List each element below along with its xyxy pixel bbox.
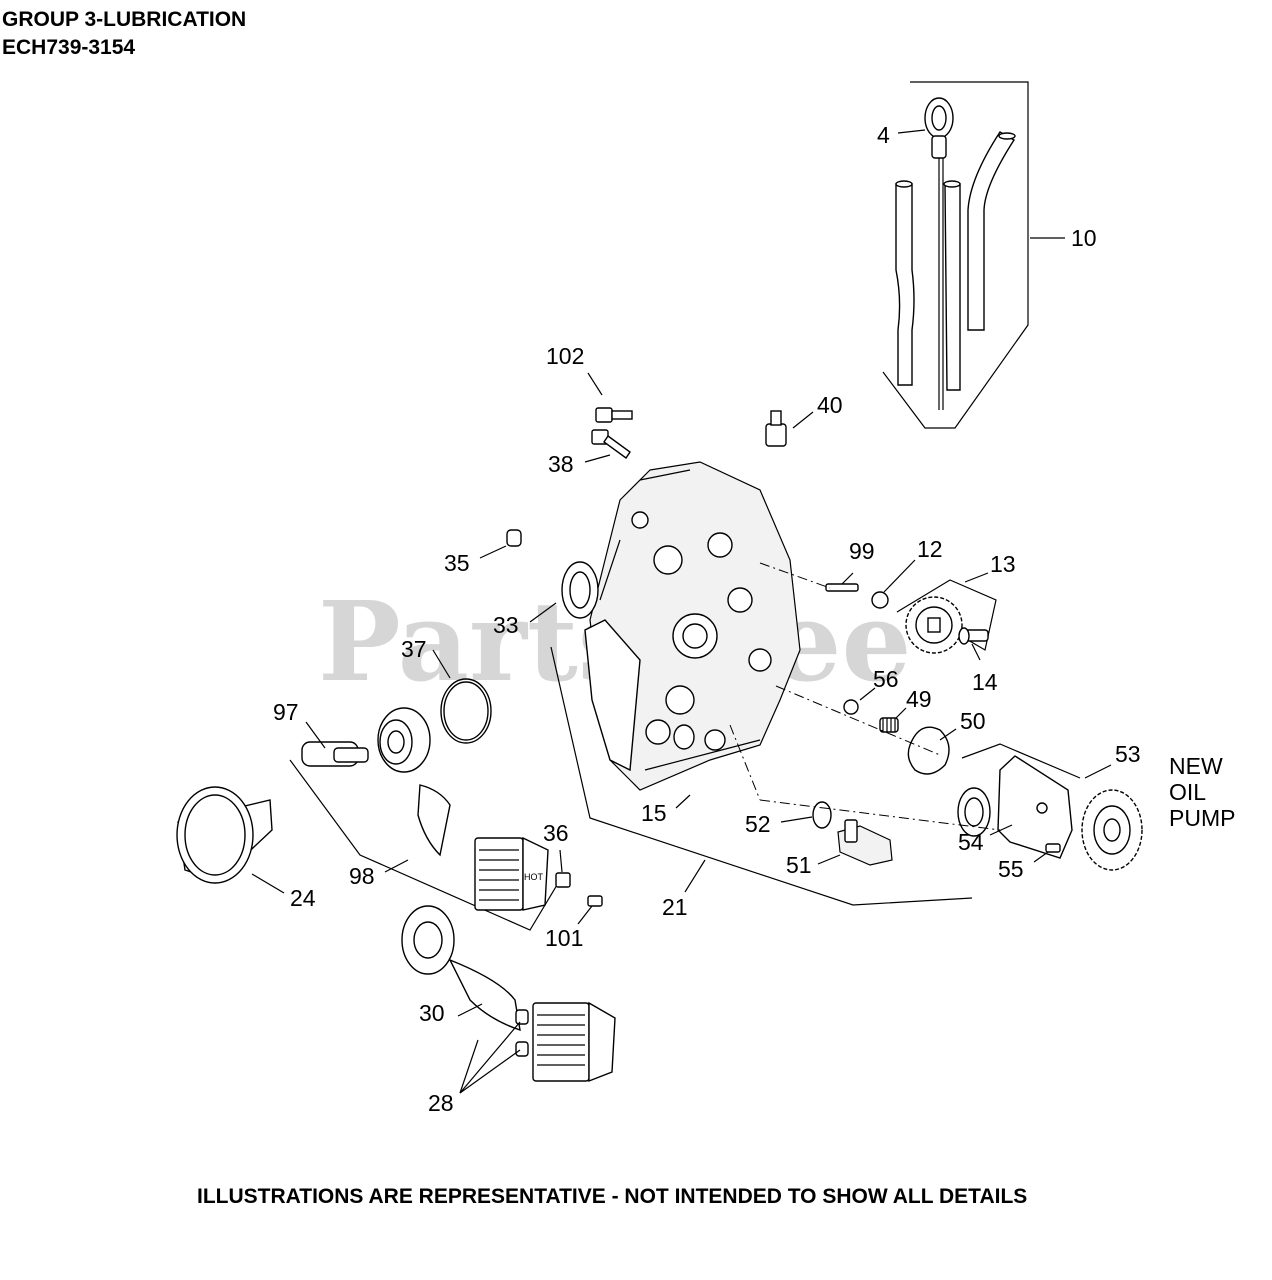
callout-55: 55 (998, 856, 1024, 882)
note-line-2: OIL (1169, 779, 1206, 805)
diagram-title-block: GROUP 3-LUBRICATION ECH739-3154 (2, 6, 246, 62)
screw-55 (1045, 843, 1061, 853)
screw-101 (587, 895, 603, 907)
callout-101: 101 (545, 925, 583, 951)
callout-36: 36 (543, 820, 569, 846)
bolt-102 (595, 407, 633, 423)
model-number: ECH739-3154 (2, 36, 136, 59)
callout-10: 10 (1071, 225, 1097, 251)
callout-51: 51 (786, 852, 812, 878)
callout-98: 98 (349, 863, 375, 889)
callout-40: 40 (817, 392, 843, 418)
leader-lines (251, 129, 1112, 1094)
oil-cooler-30 (401, 905, 616, 1083)
new-oil-pump-note: NEW OIL PUMP (1169, 753, 1235, 831)
callout-53: 53 (1115, 741, 1141, 767)
callout-14: 14 (972, 669, 998, 695)
closure-plate-21 (584, 461, 801, 791)
ball-56 (843, 699, 859, 715)
callout-54: 54 (958, 829, 984, 855)
dowel-35 (506, 529, 522, 547)
callout-33: 33 (493, 612, 519, 638)
callout-102: 102 (546, 343, 584, 369)
callout-37: 37 (401, 636, 427, 662)
clip-12 (871, 591, 889, 609)
pump-plate (997, 755, 1073, 859)
callout-99: 99 (849, 538, 875, 564)
callout-30: 30 (419, 1000, 445, 1026)
callout-49: 49 (906, 686, 932, 712)
o-ring-37 (440, 678, 492, 744)
oil-seal-33 (561, 561, 599, 619)
callout-15: 15 (641, 800, 667, 826)
callout-12: 12 (917, 536, 943, 562)
gear-13 (905, 596, 963, 654)
pin-99 (825, 583, 859, 592)
shaft-14 (958, 627, 989, 645)
hot-label: HOT (524, 872, 544, 882)
o-ring-52 (812, 801, 832, 829)
spring-49 (879, 717, 899, 733)
callout-97: 97 (273, 699, 299, 725)
callout-24: 24 (290, 885, 316, 911)
group-title: GROUP 3-LUBRICATION (2, 8, 247, 31)
o-ring-15 (673, 724, 695, 750)
callout-28: 28 (428, 1090, 454, 1116)
pump-gear-53 (1081, 789, 1143, 871)
callout-13: 13 (990, 551, 1016, 577)
dipstick-tube-group (882, 81, 1029, 429)
bolt-38 (591, 429, 631, 459)
callout-35: 35 (444, 550, 470, 576)
callout-50: 50 (960, 708, 986, 734)
callout-56: 56 (873, 666, 899, 692)
oil-cooler-adapter: HOT (289, 707, 561, 931)
callout-38: 38 (548, 451, 574, 477)
note-line-1: NEW (1169, 753, 1223, 779)
callout-4: 4 (877, 122, 890, 148)
callout-52: 52 (745, 811, 771, 837)
oil-pickup-51 (837, 819, 893, 866)
oil-filter-24 (176, 786, 273, 884)
oil-pressure-switch-40 (765, 410, 787, 447)
callout-labels: 4 10 102 40 38 35 99 12 13 33 37 56 14 9… (273, 122, 1141, 1116)
pump-rotor-54 (957, 787, 991, 837)
note-line-3: PUMP (1169, 805, 1235, 831)
nut-36 (555, 872, 571, 888)
footer-disclaimer: ILLUSTRATIONS ARE REPRESENTATIVE - NOT I… (197, 1185, 1028, 1208)
callout-21: 21 (662, 894, 688, 920)
